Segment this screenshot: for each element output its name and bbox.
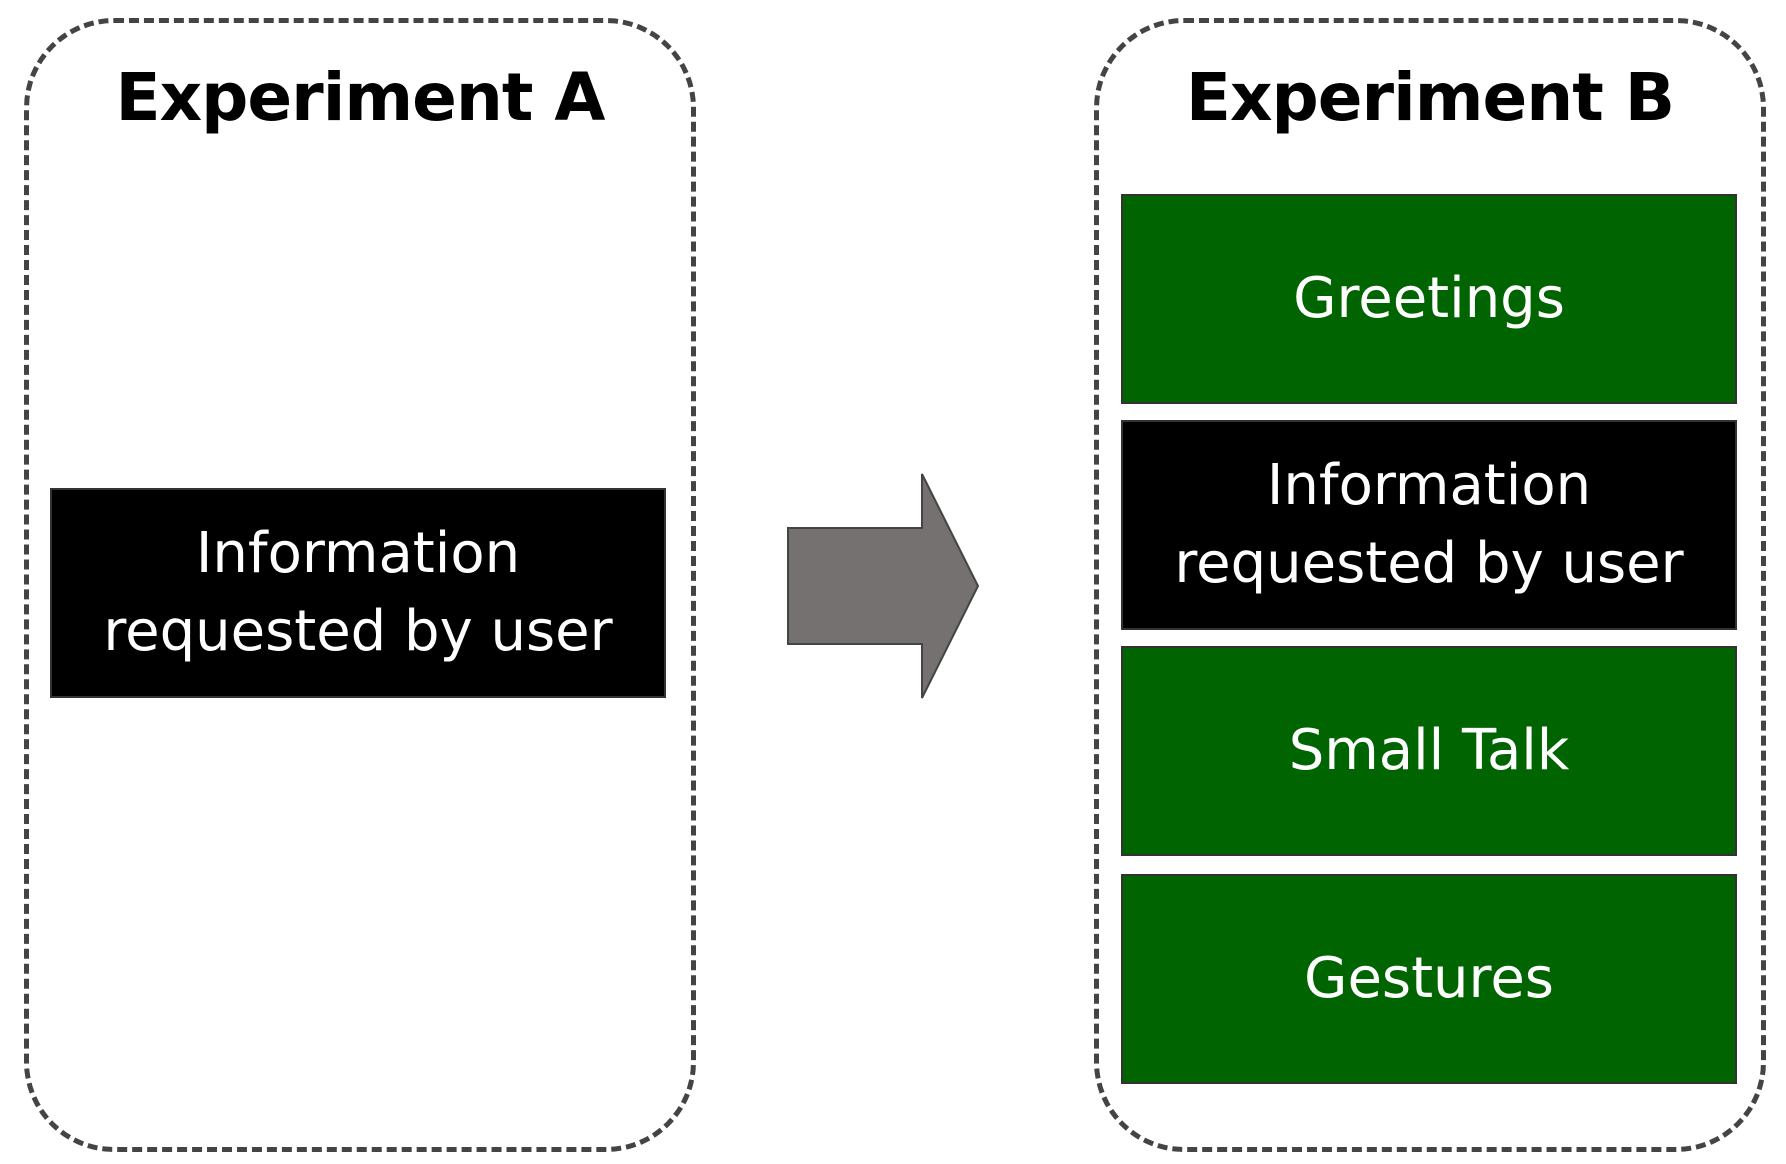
right-arrow-shape — [787, 473, 980, 699]
gestures-label: Gestures — [1304, 945, 1554, 1011]
experiment-a-title: Experiment A — [115, 59, 606, 136]
experiment-b-information-block: Information requested by user — [1121, 420, 1737, 630]
information-block-line1: Information — [1266, 452, 1592, 518]
greetings-label: Greetings — [1293, 265, 1565, 331]
gestures-block: Gestures — [1121, 874, 1737, 1084]
experiment-a-information-block: Information requested by user — [50, 488, 666, 698]
information-block-line2: requested by user — [1174, 531, 1684, 596]
greetings-block: Greetings — [1121, 194, 1737, 404]
information-block-line1: Information — [195, 520, 521, 586]
right-arrow-icon — [787, 473, 980, 699]
small-talk-label: Small Talk — [1288, 717, 1570, 783]
small-talk-block: Small Talk — [1121, 646, 1737, 856]
experiment-b-title: Experiment B — [1185, 59, 1675, 136]
information-block-line2: requested by user — [103, 599, 613, 664]
